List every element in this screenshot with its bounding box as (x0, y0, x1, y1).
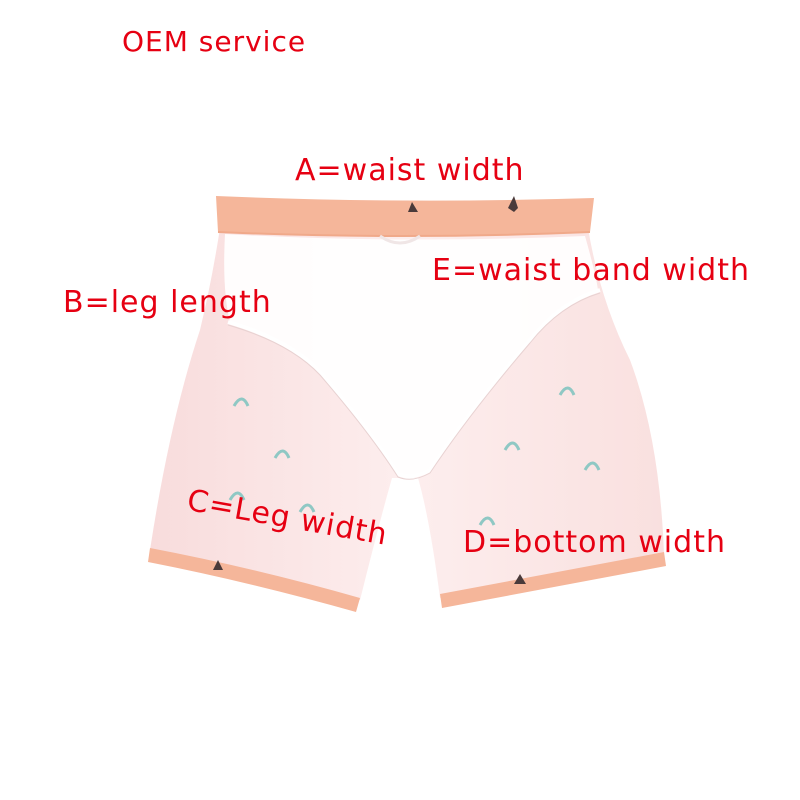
print-motif (273, 449, 291, 459)
right-leg-hem (440, 552, 666, 608)
lining-edge (227, 288, 601, 479)
print-motif (408, 202, 418, 212)
drawstring (379, 234, 421, 245)
print-motif (558, 386, 576, 396)
print-motif (503, 441, 521, 451)
print-motif (228, 491, 246, 501)
print-motif (583, 461, 601, 471)
lining-edge-shadow (227, 292, 601, 480)
inner-lining (224, 234, 598, 476)
print-motif (508, 196, 518, 212)
print-motif (232, 397, 250, 407)
print-motif (514, 574, 526, 584)
left-leg-hem (148, 548, 360, 612)
waistband (216, 196, 594, 236)
print-motif (213, 560, 223, 570)
title-oem-service: OEM service (122, 25, 307, 58)
fabric-print (213, 196, 601, 584)
label-bottom-width: D=bottom width (463, 525, 726, 560)
label-waist-width: A=waist width (295, 153, 525, 188)
waistband-inner-edge (217, 231, 591, 237)
label-leg-length: B=leg length (63, 285, 272, 320)
print-motif (298, 503, 316, 513)
print-motif (478, 516, 496, 526)
label-waist-band-width: E=waist band width (432, 253, 750, 288)
